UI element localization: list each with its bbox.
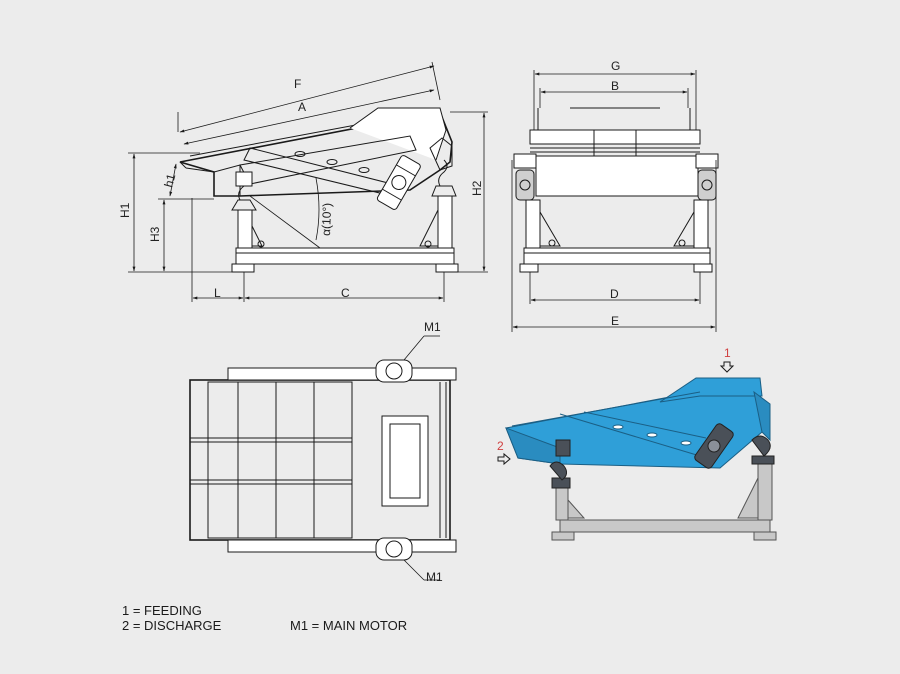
motor-side [376, 155, 421, 210]
legend-feeding: 1 = FEEDING [122, 603, 202, 618]
top-motor-lower [375, 537, 413, 561]
marker-discharge: 2 [497, 439, 504, 453]
front-view: G B D E [511, 59, 719, 332]
dim-F: F [294, 77, 301, 91]
dim-H2: H2 [470, 180, 484, 196]
dim-D: D [610, 287, 619, 301]
dim-L: L [214, 286, 221, 300]
post-right [437, 195, 453, 249]
bracket-left [235, 171, 253, 187]
iso-hopper [659, 377, 763, 403]
side-view: F A H1 H3 h1 H2 α(10°) L C [118, 61, 488, 302]
dim-C: C [341, 286, 350, 300]
base-frame [235, 247, 455, 265]
top-view: M1 M1 [189, 320, 457, 584]
front-base [523, 247, 711, 265]
dim-B: B [611, 79, 619, 93]
dim-angle: α(10°) [319, 203, 334, 237]
iso-view: 1 2 [497, 346, 777, 541]
feed-arrow-icon [719, 361, 735, 373]
dim-h1: h1 [161, 172, 178, 189]
dim-G: G [611, 59, 620, 73]
foot-left [231, 263, 255, 273]
label-M1-bottom: M1 [426, 570, 443, 584]
top-motor-upper [375, 359, 413, 383]
label-M1-top: M1 [424, 320, 441, 334]
top-hopper [381, 415, 429, 507]
discharge-arrow-icon [497, 452, 511, 466]
legend-block: 1 = FEEDING 2 = DISCHARGE [122, 603, 221, 633]
foot-right [435, 263, 459, 273]
dim-H3: H3 [148, 226, 162, 242]
legend-discharge: 2 = DISCHARGE [122, 618, 222, 633]
front-body [535, 155, 699, 197]
iso-base [559, 519, 771, 533]
dim-A: A [298, 100, 306, 114]
legend-motor: M1 = MAIN MOTOR [290, 618, 408, 633]
marker-feed: 1 [724, 346, 731, 360]
post-left [237, 209, 253, 249]
iso-motor [694, 423, 734, 469]
dim-H1: H1 [118, 202, 132, 218]
dim-E: E [611, 314, 619, 328]
